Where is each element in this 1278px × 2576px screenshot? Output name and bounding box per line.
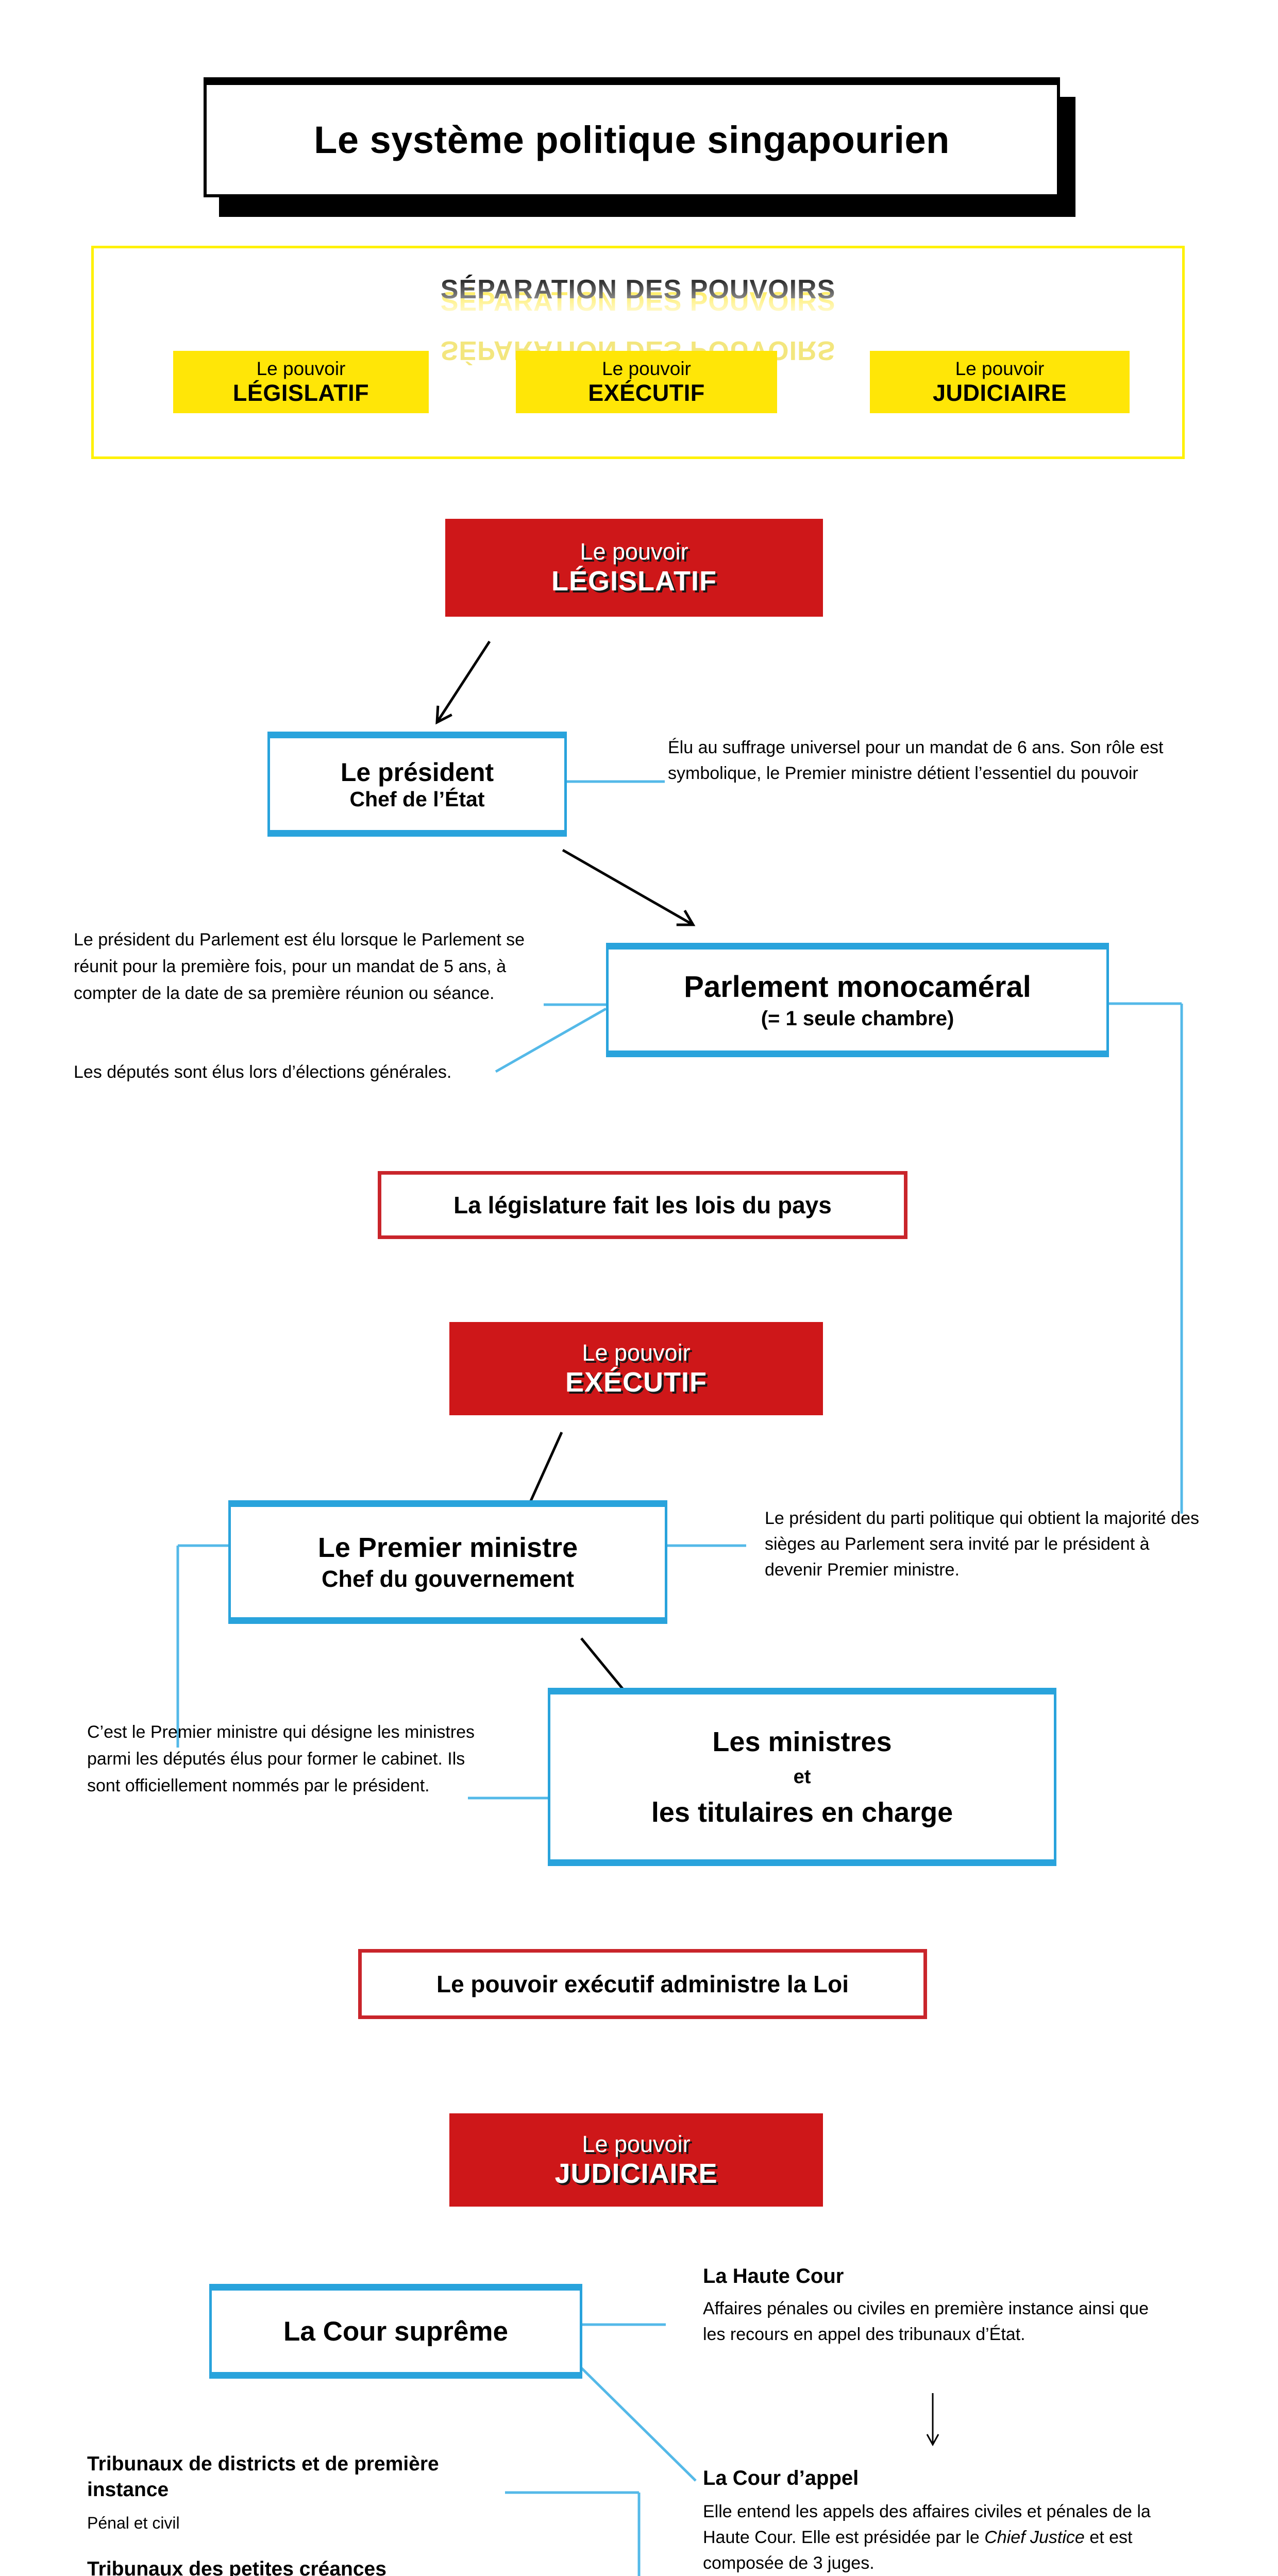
banner-pouvoir-legislatif: Le pouvoir LÉGISLATIF — [445, 519, 823, 617]
president-box: Le président Chef de l’État — [267, 732, 567, 837]
district-courts-subtitle: Pénal et civil — [87, 2514, 180, 2532]
line-supreme-to-appealcourt — [578, 2365, 697, 2482]
appeal-court-body-part2: et est composée de 3 juges. — [703, 2528, 1133, 2573]
banner-line1: Le pouvoir — [582, 2130, 691, 2157]
pm-note: Le président du parti politique qui obti… — [765, 1509, 1199, 1580]
executive-statement: Le pouvoir exécutif administre la Loi — [436, 1971, 849, 1997]
power-chip-line1: Le pouvoir — [602, 358, 691, 379]
cabinet-note: C’est le Premier ministre qui désigne le… — [87, 1722, 475, 1795]
power-chip-line1: Le pouvoir — [256, 358, 346, 379]
power-chip-line1: Le pouvoir — [955, 358, 1045, 379]
banner-pouvoir-judiciaire: Le pouvoir JUDICIAIRE — [449, 2113, 823, 2207]
ministers-line2: et — [793, 1766, 811, 1788]
power-chip-judiciaire: Le pouvoir JUDICIAIRE — [870, 351, 1130, 413]
power-chip-line2: JUDICIAIRE — [932, 379, 1067, 406]
power-chip-line2: EXÉCUTIF — [588, 379, 705, 406]
banner-line2: JUDICIAIRE — [554, 2158, 718, 2189]
banner-line1: Le pouvoir — [580, 538, 688, 565]
pm-subtitle: Chef du gouvernement — [321, 1566, 575, 1592]
banner-pouvoir-executif: Le pouvoir EXÉCUTIF — [449, 1322, 823, 1415]
power-chip-executif: Le pouvoir EXÉCUTIF — [516, 351, 777, 413]
president-note: Élu au suffrage universel pour un mandat… — [668, 738, 1164, 783]
district-courts-title: Tribunaux de districts et de première in… — [87, 2453, 439, 2501]
appeal-court-title: La Cour d’appel — [703, 2467, 859, 2489]
separation-heading-fade — [94, 274, 1182, 336]
legislative-statement: La législature fait les lois du pays — [453, 1192, 832, 1218]
ministers-line3: les titulaires en charge — [651, 1797, 953, 1828]
separation-heading: SÉPARATION DES POUVOIRS SÉPARATION DES P… — [94, 274, 1182, 382]
power-chip-line2: LÉGISLATIF — [232, 379, 369, 406]
pm-title: Le Premier ministre — [317, 1532, 578, 1563]
supreme-court-box: La Cour suprême — [209, 2284, 582, 2379]
separation-des-pouvoirs-panel: SÉPARATION DES POUVOIRS SÉPARATION DES P… — [91, 246, 1185, 459]
speaker-note: Le président du Parlement est élu lorsqu… — [74, 930, 525, 1003]
ministers-line1: Les ministres — [712, 1726, 892, 1757]
legislative-statement-box: La législature fait les lois du pays — [378, 1171, 907, 1239]
supreme-court-title: La Cour suprême — [283, 2316, 508, 2347]
diagram-title: Le système politique singapourien — [314, 118, 950, 161]
appeal-court-body: Elle entend les appels des affaires civi… — [703, 2499, 1172, 2576]
small-claims-title: Tribunaux des petites créances — [87, 2558, 386, 2576]
banner-line2: EXÉCUTIF — [565, 1366, 708, 1398]
president-subtitle: Chef de l’État — [349, 787, 485, 811]
power-chip-legislatif: Le pouvoir LÉGISLATIF — [173, 351, 429, 413]
arrow-president-to-parliament — [562, 849, 696, 926]
high-court-body: Affaires pénales ou civiles en première … — [703, 2299, 1149, 2344]
deputies-note: Les députés sont élus lors d’élections g… — [74, 1062, 452, 1082]
executive-statement-box: Le pouvoir exécutif administre la Loi — [358, 1949, 927, 2019]
parliament-box: Parlement monocaméral (= 1 seule chambre… — [606, 943, 1109, 1057]
appeal-court-body-part1: Elle entend les appels des affaires civi… — [703, 2502, 1151, 2547]
banner-line1: Le pouvoir — [582, 1339, 691, 1366]
parliament-subtitle: (= 1 seule chambre) — [761, 1007, 954, 1030]
banner-line2: LÉGISLATIF — [551, 566, 717, 597]
ministers-box: Les ministres et les titulaires en charg… — [548, 1688, 1056, 1866]
prime-minister-box: Le Premier ministre Chef du gouvernement — [228, 1500, 667, 1624]
arrow-legislatif-to-president — [435, 640, 491, 725]
appeal-court-body-italic: Chief Justice — [984, 2528, 1085, 2547]
president-title: Le président — [340, 757, 494, 787]
diagram-title-box: Le système politique singapourien — [204, 77, 1060, 197]
high-court-title: La Haute Cour — [703, 2265, 844, 2287]
parliament-title: Parlement monocaméral — [684, 970, 1031, 1004]
